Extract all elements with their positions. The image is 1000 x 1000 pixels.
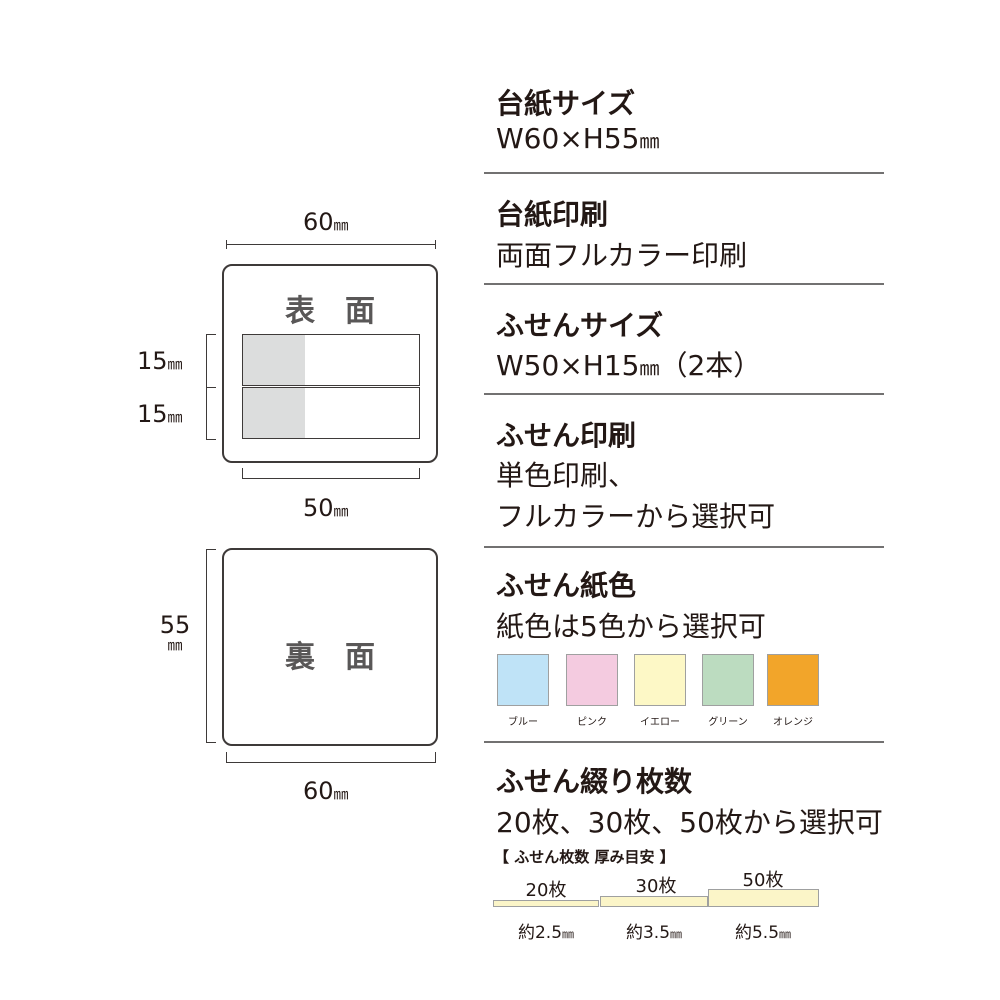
stack-count-50: 50枚 [742, 870, 784, 891]
thickness-value: 約2.5 [517, 923, 563, 943]
stack-30-sheets [600, 896, 708, 907]
dim-unit: ㎜ [333, 502, 349, 520]
dim-tick [435, 752, 436, 763]
spec-value-unit: ㎜ [639, 356, 660, 380]
spec-value-suffix: （2本） [659, 349, 762, 382]
divider [484, 741, 884, 743]
dim-top-width: 60㎜ [303, 208, 349, 236]
fusen-strip-1 [242, 334, 420, 386]
color-label-green: グリーン [708, 717, 748, 728]
front-label: 表面 [285, 294, 405, 329]
divider [484, 393, 884, 395]
color-label-pink: ピンク [577, 717, 607, 728]
dim-unit: ㎜ [167, 408, 183, 426]
dim-tick [419, 468, 420, 479]
stack-thickness-50: 約5.5㎜ [709, 918, 817, 943]
dim-back-width: 60㎜ [303, 777, 349, 805]
back-card: 裏面 [222, 548, 438, 746]
spec-title-mount-size: 台紙サイズ [496, 87, 636, 120]
dim-line-back-height [206, 549, 207, 743]
dim-tick [206, 334, 216, 335]
dim-tick [206, 549, 216, 550]
dim-tick [242, 468, 243, 479]
spec-value-sheet-count: 20枚、30枚、50枚から選択可 [496, 806, 883, 839]
spec-title-fusen-print: ふせん印刷 [496, 419, 637, 452]
divider [484, 283, 884, 285]
color-swatch-yellow [634, 654, 686, 706]
color-swatch-pink [566, 654, 618, 706]
stack-thickness-20: 約2.5㎜ [492, 918, 600, 943]
dim-fusen-h1: 15㎜ [137, 347, 183, 375]
spec-value-fusen-size: W50×H15㎜（2本） [496, 344, 761, 384]
color-label-orange: オレンジ [773, 717, 813, 728]
stack-count-20: 20枚 [525, 880, 567, 901]
spec-value-mount-print: 両面フルカラー印刷 [496, 239, 748, 272]
dim-value: 15 [137, 347, 168, 375]
dim-fusen-width: 50㎜ [303, 494, 349, 522]
dim-tick [226, 240, 227, 249]
divider [484, 172, 884, 174]
dim-tick [206, 742, 216, 743]
color-swatch-orange [767, 654, 819, 706]
thickness-unit: ㎜ [779, 927, 792, 941]
dim-unit: ㎜ [167, 355, 183, 373]
thickness-heading: 【 ふせん枚数 厚み目安 】 [494, 848, 675, 866]
dim-tick [435, 240, 436, 249]
color-swatch-green [702, 654, 754, 706]
stack-50-sheets [708, 889, 819, 907]
stack-thickness-30: 約3.5㎜ [600, 918, 708, 943]
thickness-unit: ㎜ [562, 927, 575, 941]
spec-value-mount-size: W60×H55㎜ [496, 122, 659, 155]
dim-unit: ㎜ [167, 636, 183, 654]
divider [484, 546, 884, 548]
spec-value-unit: ㎜ [639, 129, 660, 153]
dim-fusen-h2: 15㎜ [137, 400, 183, 428]
spec-title-paper-color: ふせん紙色 [496, 569, 637, 602]
fusen-strip-2 [242, 387, 420, 439]
dim-tick [226, 752, 227, 763]
fusen-print-area [243, 335, 305, 385]
dim-value: 60 [303, 208, 334, 236]
spec-value-text: W60×H55 [496, 122, 640, 155]
dim-tick [206, 387, 216, 388]
dim-back-height: 55 ㎜ [157, 611, 193, 654]
spec-value-fusen-print-line2: フルカラーから選択可 [496, 500, 776, 533]
spec-value-fusen-print-line1: 単色印刷、 [496, 459, 637, 492]
spec-title-fusen-size: ふせんサイズ [496, 309, 664, 342]
dim-line-back-width [226, 762, 436, 763]
spec-value-text: W50×H15 [496, 349, 640, 382]
color-swatch-blue [497, 654, 549, 706]
thickness-value: 約5.5 [734, 923, 780, 943]
dim-unit: ㎜ [333, 785, 349, 803]
spec-title-mount-print: 台紙印刷 [496, 198, 609, 231]
dim-line-top [226, 244, 436, 245]
thickness-unit: ㎜ [670, 927, 683, 941]
stack-count-30: 30枚 [635, 876, 677, 897]
dim-line-fusen-width [242, 478, 420, 479]
color-label-yellow: イエロー [640, 717, 680, 728]
dim-value: 55 [159, 611, 191, 639]
stack-20-sheets [493, 900, 599, 907]
back-label: 裏面 [285, 640, 405, 675]
dim-unit: ㎜ [333, 216, 349, 234]
fusen-print-area [243, 388, 305, 438]
dim-value: 15 [137, 400, 168, 428]
dim-value: 50 [303, 494, 334, 522]
spec-title-sheet-count: ふせん綴り枚数 [496, 765, 693, 798]
dim-tick [206, 439, 216, 440]
thickness-value: 約3.5 [625, 923, 671, 943]
spec-value-paper-color: 紙色は5色から選択可 [496, 610, 766, 643]
dim-value: 60 [303, 777, 334, 805]
color-label-blue: ブルー [508, 717, 538, 728]
